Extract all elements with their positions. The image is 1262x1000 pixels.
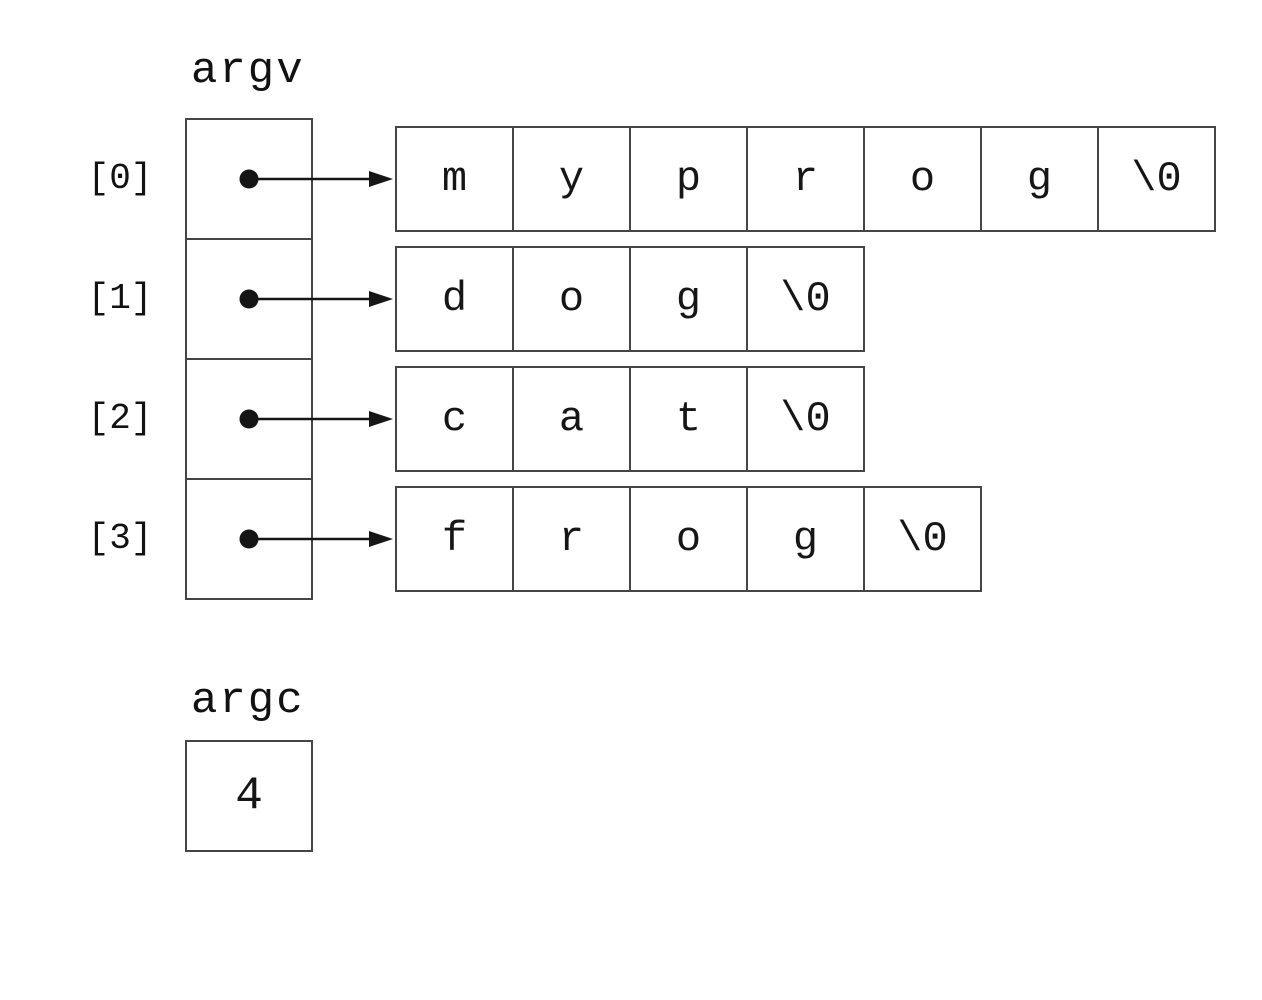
char-cell: c xyxy=(395,366,514,472)
char-cell: d xyxy=(395,246,514,352)
char-cell: r xyxy=(512,486,631,592)
string-row-0: m y p r o g \0 xyxy=(395,126,1216,232)
arrowhead-icon xyxy=(369,411,393,427)
char-cell: m xyxy=(395,126,514,232)
char-cell: y xyxy=(512,126,631,232)
char-cell: g xyxy=(980,126,1099,232)
argv-cell-3 xyxy=(185,478,313,600)
char-cell: g xyxy=(746,486,865,592)
argc-box: 4 xyxy=(185,740,313,852)
char-cell: a xyxy=(512,366,631,472)
index-label-0: [0] xyxy=(87,158,153,199)
index-label-3: [3] xyxy=(87,518,153,559)
char-cell: f xyxy=(395,486,514,592)
string-row-1: d o g \0 xyxy=(395,246,865,352)
argv-cell-1 xyxy=(185,238,313,360)
arrowhead-icon xyxy=(369,291,393,307)
char-cell: \0 xyxy=(746,246,865,352)
argv-cell-2 xyxy=(185,358,313,480)
argv-label: argv xyxy=(191,46,305,96)
string-row-2: c a t \0 xyxy=(395,366,865,472)
argc-label: argc xyxy=(191,676,305,726)
char-cell: o xyxy=(512,246,631,352)
argc-value: 4 xyxy=(235,770,263,822)
index-label-2: [2] xyxy=(87,398,153,439)
index-label-1: [1] xyxy=(87,278,153,319)
char-cell: g xyxy=(629,246,748,352)
char-cell: p xyxy=(629,126,748,232)
char-cell: r xyxy=(746,126,865,232)
char-cell: t xyxy=(629,366,748,472)
argv-pointer-array xyxy=(185,118,313,600)
char-cell: o xyxy=(629,486,748,592)
char-cell: o xyxy=(863,126,982,232)
string-row-3: f r o g \0 xyxy=(395,486,982,592)
char-cell: \0 xyxy=(863,486,982,592)
char-cell: \0 xyxy=(1097,126,1216,232)
argv-cell-0 xyxy=(185,118,313,240)
arrowhead-icon xyxy=(369,531,393,547)
char-cell: \0 xyxy=(746,366,865,472)
arrowhead-icon xyxy=(369,171,393,187)
